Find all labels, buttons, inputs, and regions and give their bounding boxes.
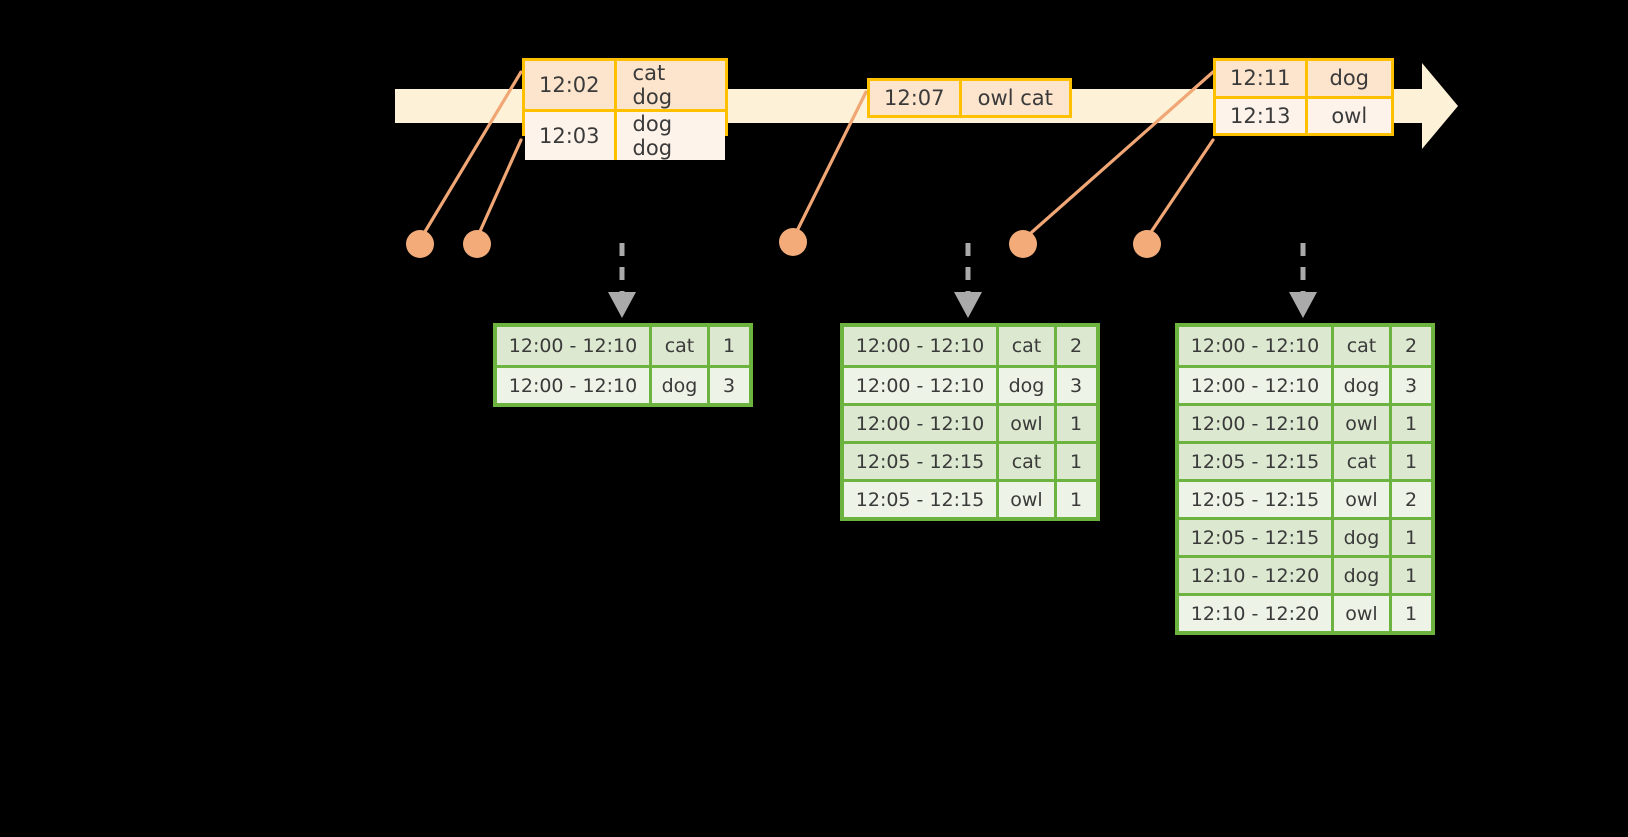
event-row[interactable]: 12:13 owl: [1216, 95, 1391, 133]
event-time: 12:11: [1216, 61, 1308, 96]
event-time: 12:02: [525, 61, 617, 109]
event-dot-1: [406, 230, 434, 258]
connector-line-1: [418, 70, 523, 242]
result-word: dog: [1334, 368, 1392, 403]
event-words: cat dog: [632, 61, 673, 109]
result-count: 3: [1069, 374, 1083, 397]
result-count: 1: [1404, 564, 1418, 587]
event-time: 12:13: [1216, 98, 1308, 133]
result-count: 2: [1404, 488, 1418, 511]
event-row[interactable]: 12:07 owl cat: [870, 81, 1069, 115]
result-window: 12:00 - 12:10: [844, 327, 999, 365]
result-count: 1: [1069, 488, 1083, 511]
result-count: 1: [1404, 450, 1418, 473]
result-word: dog: [1334, 520, 1392, 555]
result-count: 1: [1069, 450, 1083, 473]
event-group-2[interactable]: 12:07 owl cat: [867, 78, 1072, 118]
result-count: 2: [1069, 335, 1083, 357]
result-word: cat: [999, 327, 1057, 365]
result-window: 12:00 - 12:10: [1179, 327, 1334, 365]
result-word: owl: [999, 482, 1057, 517]
result-window: 12:05 - 12:15: [1179, 444, 1334, 479]
result-window: 12:05 - 12:15: [1179, 482, 1334, 517]
result-window: 12:10 - 12:20: [1179, 558, 1334, 593]
result-window: 12:00 - 12:10: [497, 368, 652, 403]
result-count: 1: [1404, 602, 1418, 625]
result-count: 3: [1404, 374, 1418, 397]
event-words: owl: [1331, 103, 1368, 128]
event-dot-3: [779, 228, 807, 256]
connector-line-5: [1145, 138, 1215, 240]
result-word: owl: [1334, 596, 1392, 631]
result-word: dog: [999, 368, 1057, 403]
emit-arrow-2: [954, 243, 982, 318]
result-window: 12:00 - 12:10: [844, 406, 999, 441]
result-window: 12:05 - 12:15: [844, 482, 999, 517]
event-words: dog dog: [632, 112, 673, 160]
result-window: 12:00 - 12:10: [1179, 368, 1334, 403]
event-time: 12:07: [870, 81, 962, 115]
event-group-1[interactable]: 12:02 cat dog 12:03 dog dog: [522, 58, 728, 160]
event-row[interactable]: 12:02 cat dog: [525, 61, 725, 109]
connector-line-2: [475, 138, 523, 240]
result-window: 12:05 - 12:15: [1179, 520, 1334, 555]
event-dot-4: [1009, 230, 1037, 258]
emit-arrow-3: [1289, 243, 1317, 318]
result-count: 1: [1404, 412, 1418, 435]
event-time: 12:03: [525, 112, 617, 160]
event-words: dog: [1329, 66, 1370, 91]
result-count: 1: [1404, 526, 1418, 549]
event-words: owl cat: [977, 86, 1053, 110]
event-marker-dots: [406, 228, 1161, 258]
event-dot-2: [463, 230, 491, 258]
event-row[interactable]: 12:11 dog: [1216, 61, 1391, 96]
result-window: 12:00 - 12:10: [844, 368, 999, 403]
result-count: 1: [1069, 412, 1083, 435]
result-word: dog: [652, 368, 710, 403]
result-word: cat: [1334, 444, 1392, 479]
result-window: 12:10 - 12:20: [1179, 596, 1334, 631]
result-word: cat: [999, 444, 1057, 479]
result-word: dog: [1334, 558, 1392, 593]
event-group-3[interactable]: 12:11 dog 12:13 owl: [1213, 58, 1394, 136]
result-word: owl: [1334, 406, 1392, 441]
emit-arrow-1: [608, 243, 636, 318]
result-count: 3: [722, 374, 736, 397]
result-count: 2: [1404, 335, 1418, 357]
event-dot-5: [1133, 230, 1161, 258]
result-word: owl: [1334, 482, 1392, 517]
result-window: 12:05 - 12:15: [844, 444, 999, 479]
result-word: cat: [652, 327, 710, 365]
result-count: 1: [722, 335, 736, 357]
result-word: owl: [999, 406, 1057, 441]
emit-arrows: [608, 243, 1317, 318]
result-window: 12:00 - 12:10: [1179, 406, 1334, 441]
result-window: 12:00 - 12:10: [497, 327, 652, 365]
event-row[interactable]: 12:03 dog dog: [525, 109, 725, 160]
result-word: cat: [1334, 327, 1392, 365]
connector-line-3: [791, 90, 868, 241]
